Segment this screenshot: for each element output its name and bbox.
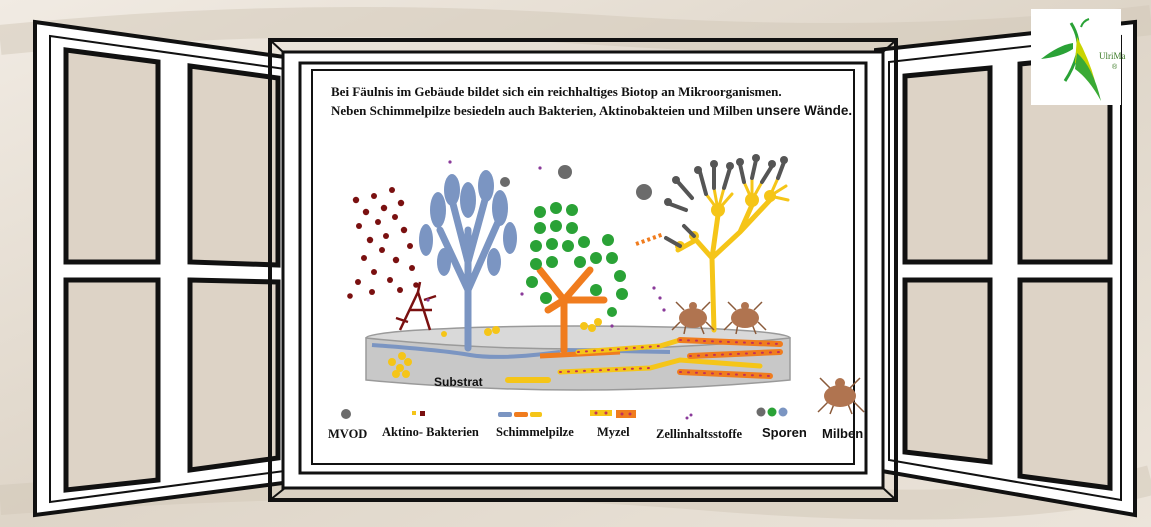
substrate-label: Substrat bbox=[434, 375, 483, 389]
legend-myzel-swatch bbox=[590, 410, 636, 418]
yellow-mold bbox=[635, 154, 790, 333]
left-window-sash bbox=[33, 19, 308, 518]
logo-text: UlriMa bbox=[1099, 51, 1126, 61]
legend-aktino-label: Aktino- Bakterien bbox=[382, 425, 479, 439]
legend-sporen-swatch bbox=[756, 407, 788, 417]
legend-milben-label: Milben bbox=[822, 426, 863, 441]
headline: Bei Fäulnis im Gebäude bildet sich ein r… bbox=[331, 82, 891, 120]
ulrima-logo: UlriMa ® bbox=[1031, 9, 1126, 105]
mycelium bbox=[505, 337, 783, 383]
yellow-bacteria bbox=[388, 318, 602, 378]
mvod-particles bbox=[500, 165, 652, 200]
headline-line-1: Bei Fäulnis im Gebäude bildet sich ein r… bbox=[331, 84, 782, 99]
legend-zell-label: Zellinhaltsstoffe bbox=[656, 427, 743, 441]
headline-line-2b: unsere Wände. bbox=[756, 103, 853, 118]
cell-contents bbox=[426, 160, 666, 328]
logo-registered-mark: ® bbox=[1112, 64, 1118, 71]
legend-mvod-label: MVOD bbox=[328, 427, 367, 441]
legend-aktino-swatch bbox=[412, 411, 425, 416]
legend-sporen-label: Sporen bbox=[762, 425, 807, 440]
hummingbird-icon bbox=[1041, 18, 1101, 101]
legend-mvod-swatch bbox=[341, 409, 351, 419]
legend-schimmel-label: Schimmelpilze bbox=[496, 425, 574, 439]
legend-zell-swatch bbox=[685, 413, 693, 420]
green-mold bbox=[526, 202, 628, 359]
bacteria-cluster bbox=[347, 187, 419, 299]
legend-myzel-label: Myzel bbox=[597, 425, 630, 439]
blue-mold bbox=[371, 170, 671, 359]
substrate bbox=[365, 325, 791, 391]
legend: MVOD Aktino- Bakterien Schimmelpilze Myz… bbox=[328, 377, 865, 441]
actinobacteria-structure bbox=[395, 281, 437, 331]
headline-line-2a: Neben Schimmelpilze besiedeln auch Bakte… bbox=[331, 103, 753, 118]
mites-on-substrate bbox=[671, 301, 767, 335]
legend-schimmel-swatch bbox=[498, 412, 542, 417]
mold-biotope-illustration: Substrat bbox=[347, 154, 791, 391]
legend-milben-swatch bbox=[817, 377, 865, 415]
